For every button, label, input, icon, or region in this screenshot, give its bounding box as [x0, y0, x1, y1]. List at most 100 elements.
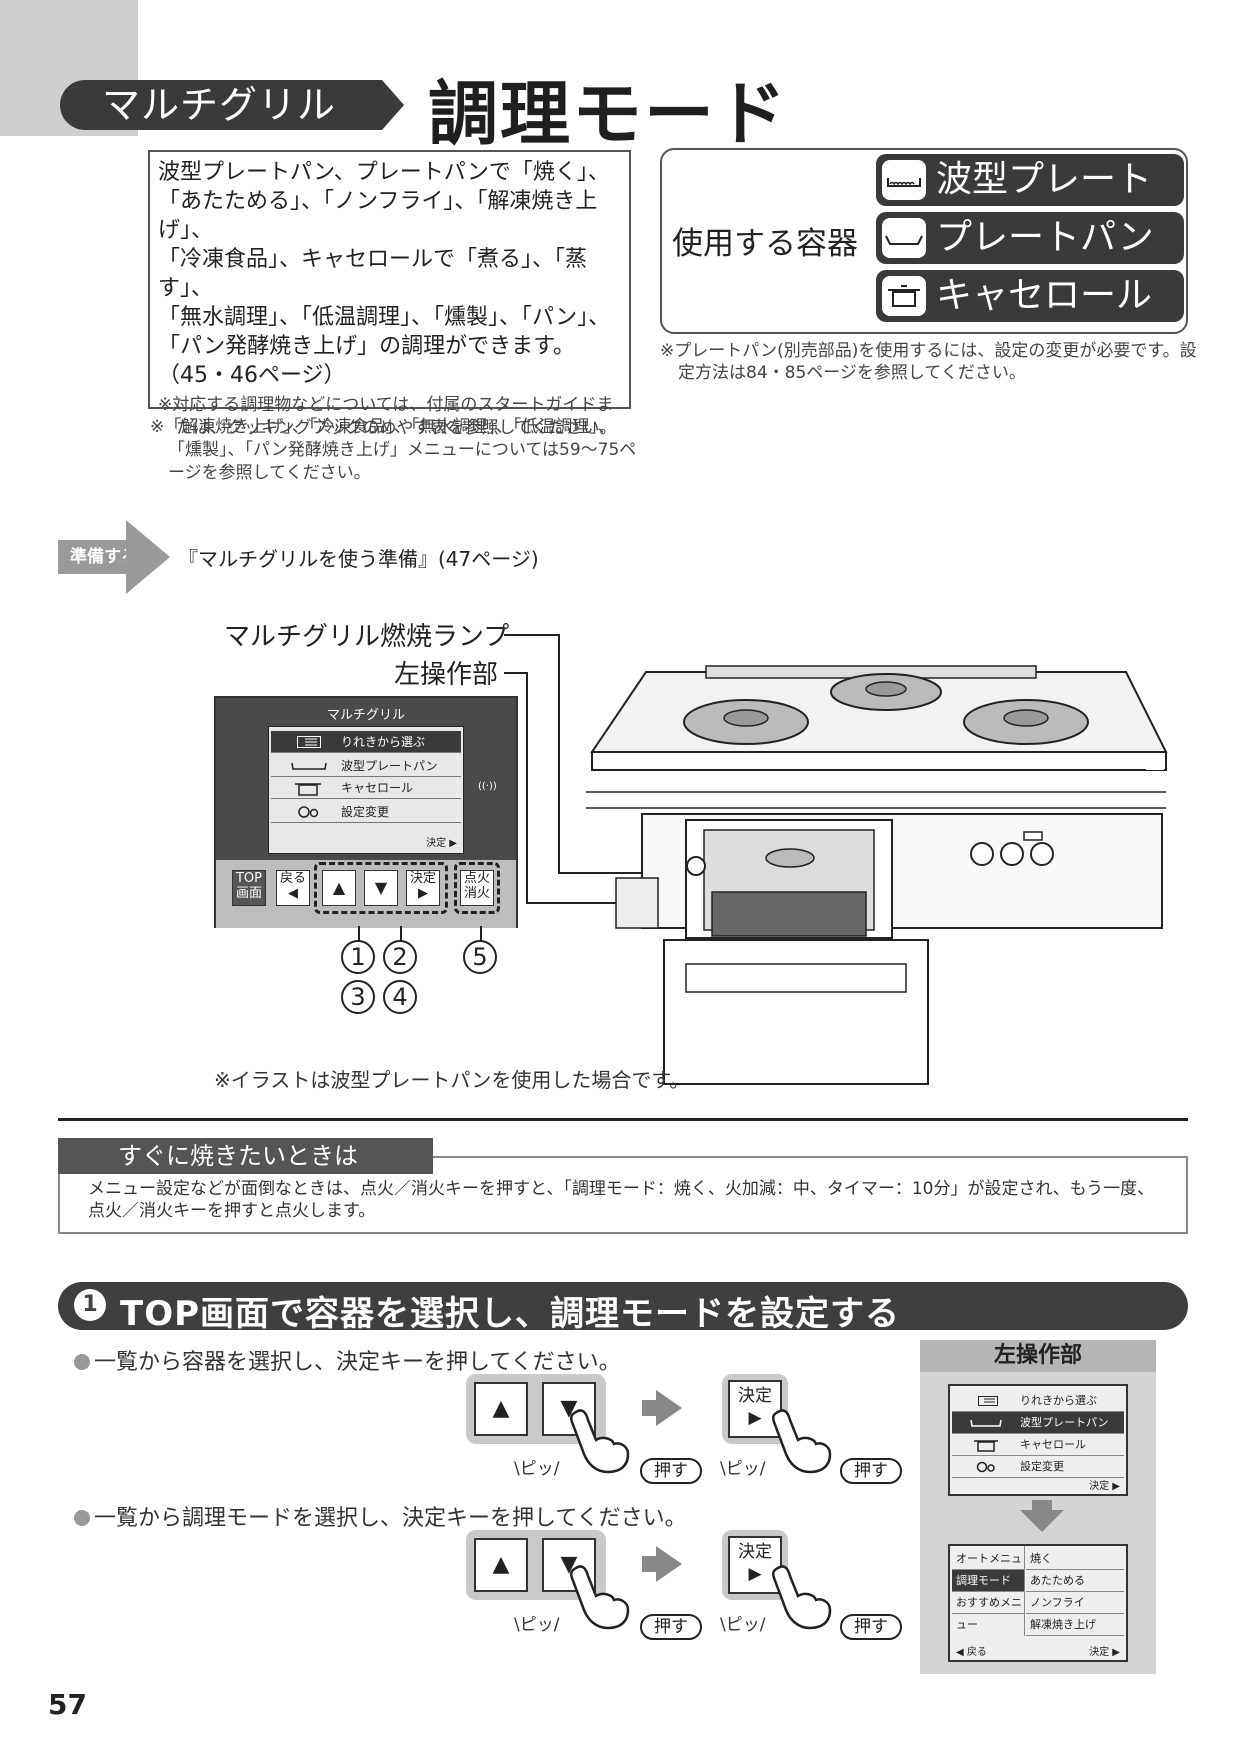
side-row-history[interactable]: りれきから選ぶ	[952, 1390, 1124, 1412]
screen-row-label: キャセロール	[341, 781, 414, 795]
wave-plate-pan-icon	[882, 160, 926, 200]
side-screen-footer: 決定 ▶	[1089, 1481, 1120, 1492]
beep-label: \ピッ/	[720, 1459, 766, 1479]
side-row-casserole[interactable]: キャセロール	[952, 1434, 1124, 1456]
finger-press-icon	[569, 1409, 630, 1474]
arrow-right-icon	[642, 1556, 658, 1572]
intro-line: （45・46ページ）	[158, 363, 346, 388]
intro-note: ※対応する調理物などについては、付属のスタートガイドまたは、クッキングブックのめ…	[158, 395, 617, 438]
svg-text:((·)): ((·))	[478, 781, 497, 792]
container-plate-pan: プレートパン	[876, 212, 1184, 264]
arrow-right-icon	[656, 1546, 682, 1582]
illustration-note: ※イラストは波型プレートパンを使用した場合です。	[214, 1068, 690, 1092]
mode-cat-recommended[interactable]: おすすめメニュー	[952, 1592, 1024, 1631]
arrow-right-icon	[656, 1390, 682, 1426]
intro-line: 波型プレートパン、プレートパンで「焼く」、	[158, 160, 610, 185]
intro-line: 「無水調理」、「低温調理」、「燻製」、「パン」、	[158, 305, 611, 330]
callout-line	[504, 634, 560, 636]
finger-press-icon	[771, 1409, 832, 1474]
ok-key[interactable]: 決定 ▶	[728, 1380, 782, 1438]
side-panel: 左操作部 りれきから選ぶ 波型プレートパン キャセロール 設定変更 決定 ▶ オ…	[920, 1340, 1156, 1674]
beep-label: \ピッ/	[720, 1615, 766, 1635]
screen-row-history[interactable]: りれきから選ぶ	[271, 731, 461, 753]
ignite-key[interactable]: 点火 消火	[460, 870, 494, 906]
finger-press-icon	[569, 1565, 630, 1630]
screen-row-label: 設定変更	[341, 805, 390, 819]
marker-5: 5	[463, 940, 497, 974]
grid-divider	[1024, 1546, 1025, 1636]
mode-item[interactable]: ノンフライ	[1026, 1592, 1124, 1614]
gear-icon	[976, 1461, 995, 1473]
screen-row-wave-plate[interactable]: 波型プレートパン	[271, 755, 461, 777]
ok-key[interactable]: 決定 ▶	[728, 1536, 782, 1594]
left-panel-label: 左操作部	[394, 660, 499, 690]
side-back-label[interactable]: ◀ 戻る	[956, 1647, 987, 1658]
side-screen-bottom: オートメニュー 調理モード おすすめメニュー 焼く あたためる ノンフライ 解凍…	[948, 1544, 1128, 1662]
side-panel-title: 左操作部	[920, 1340, 1156, 1372]
mode-cat-cooking[interactable]: 調理モード	[952, 1570, 1024, 1592]
list-icon	[297, 736, 321, 748]
step-heading: 1 TOP画面で容器を選択し、調理モードを設定する	[58, 1282, 1188, 1334]
push-label: 押す	[640, 1614, 702, 1640]
plate-pan-icon	[882, 218, 926, 258]
marker-line	[480, 926, 482, 942]
callout-line	[526, 902, 642, 904]
section-pill: マルチグリル	[60, 80, 395, 130]
side-row-label: りれきから選ぶ	[1020, 1394, 1097, 1407]
prep-link[interactable]: 『マルチグリルを使う準備』(47ページ)	[178, 547, 539, 571]
side-ok-label[interactable]: 決定 ▶	[1089, 1647, 1120, 1658]
highlight-dashed-keys	[314, 862, 448, 914]
section-divider	[58, 1118, 1188, 1121]
panel-title: マルチグリル	[326, 708, 405, 723]
pill-arrow-icon	[368, 80, 404, 130]
instruction-2: 一覧から調理モードを選択し、決定キーを押してください。	[74, 1500, 687, 1532]
step-number: 1	[74, 1289, 106, 1321]
highlight-dashed-ignite	[454, 862, 500, 914]
wifi-signal-icon: ((·))	[478, 781, 497, 792]
marker-2: 2	[383, 940, 417, 974]
back-key[interactable]: 戻る ◀	[276, 870, 310, 906]
arrow-right-icon	[642, 1400, 658, 1416]
up-key[interactable]: ▲	[474, 1382, 528, 1436]
push-label: 押す	[640, 1458, 702, 1484]
mode-cat-auto[interactable]: オートメニュー	[952, 1548, 1024, 1587]
mode-item[interactable]: 焼く	[1026, 1548, 1124, 1570]
arrow-down-stem	[1032, 1500, 1052, 1512]
side-row-wave-plate[interactable]: 波型プレートパン	[952, 1412, 1124, 1434]
down-key[interactable]: ▼	[364, 870, 398, 906]
page-title: 調理モード	[428, 73, 788, 155]
side-row-settings[interactable]: 設定変更	[952, 1456, 1124, 1478]
tip-box: メニュー設定などが面倒なときは、点火／消火キーを押すと、「調理モード：焼く、火加…	[58, 1156, 1188, 1234]
instruction-text: 一覧から調理モードを選択し、決定キーを押してください。	[94, 1506, 687, 1531]
containers-note: ※プレートパン(別売部品)を使用するには、設定の変更が必要です。設定方法は84・…	[660, 341, 1197, 383]
push-label: 押す	[840, 1614, 902, 1640]
marker-3: 3	[341, 980, 375, 1014]
container-casserole: キャセロール	[876, 270, 1184, 322]
side-row-label: 設定変更	[1020, 1460, 1064, 1473]
arrow-down-icon	[1020, 1510, 1064, 1532]
mode-item[interactable]: あたためる	[1026, 1570, 1124, 1592]
casserole-icon	[974, 1440, 998, 1452]
finger-press-icon	[771, 1565, 832, 1630]
page-number: 57	[48, 1688, 87, 1721]
intro-line: 「あたためる」、「ノンフライ」、「解凍焼き上げ」、	[158, 189, 598, 243]
side-screen-top: りれきから選ぶ 波型プレートパン キャセロール 設定変更 決定 ▶	[948, 1384, 1128, 1496]
instruction-1: 一覧から容器を選択し、決定キーを押してください。	[74, 1344, 621, 1376]
container-label: キャセロール	[936, 275, 1153, 316]
screen-row-settings[interactable]: 設定変更	[271, 801, 461, 823]
gear-icon	[298, 806, 319, 818]
ok-key[interactable]: 決定 ▶	[406, 870, 440, 906]
key-bar: TOP 画面 戻る ◀ ▲ ▼ 決定 ▶ 点火 消火	[216, 860, 516, 928]
up-key[interactable]: ▲	[322, 870, 356, 906]
screen-footer: 決定 ▶	[426, 838, 457, 849]
top-screen-key[interactable]: TOP 画面	[232, 870, 266, 906]
casserole-icon	[882, 276, 926, 316]
screen-row-casserole[interactable]: キャセロール	[271, 777, 461, 799]
prep-arrow-icon	[126, 520, 170, 594]
up-key[interactable]: ▲	[474, 1538, 528, 1592]
panel-screen: りれきから選ぶ 波型プレートパン キャセロール 設定変更 決定 ▶	[268, 726, 464, 854]
screen-row-label: りれきから選ぶ	[341, 735, 426, 749]
up-down-pad: ▲ ▼	[466, 1374, 606, 1444]
control-panel: マルチグリル りれきから選ぶ 波型プレートパン キャセロール 設定変更 決定 ▶…	[214, 696, 518, 928]
mode-item[interactable]: 解凍焼き上げ	[1026, 1614, 1124, 1636]
